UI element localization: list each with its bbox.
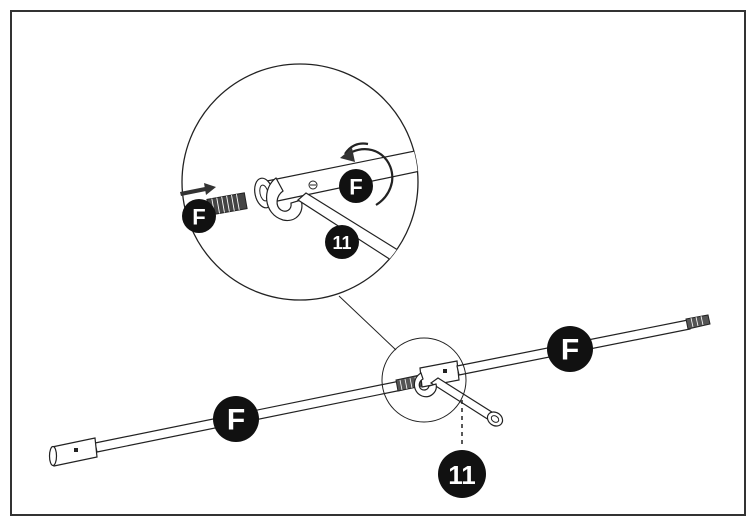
svg-text:11: 11 (332, 233, 351, 253)
pole-left-socket-end (48, 445, 58, 467)
zoom-wrench-jaw (265, 177, 303, 222)
pole-assembly (48, 314, 711, 467)
badge-11-zoom: 11 (325, 225, 359, 259)
badge-f-left-pole: F (213, 396, 259, 442)
wrench-main-handle (429, 377, 496, 421)
svg-text:F: F (227, 404, 245, 437)
svg-text:F: F (561, 334, 579, 367)
wrench-main-open-end (413, 372, 437, 398)
pole-center-socket-hole (443, 369, 447, 373)
rotate-counterclockwise-arrow-icon (340, 142, 394, 206)
joint-highlight-circle (381, 337, 467, 423)
diagram-frame (10, 10, 746, 516)
badge-f-zoom-left: F (182, 199, 216, 233)
svg-text:F: F (192, 205, 205, 230)
badge-f-zoom-right: F (339, 169, 373, 203)
wrench-main-ring-hole (490, 415, 500, 423)
zoom-detail (180, 63, 419, 301)
pole-right-thread (685, 314, 711, 330)
push-right-arrow-icon (180, 183, 216, 196)
zoom-connector-line (338, 295, 397, 351)
svg-text:F: F (349, 175, 362, 200)
pole-left-socket-hole (74, 448, 78, 452)
pole-right-thread-lines (690, 315, 704, 328)
wrench-main (413, 372, 504, 427)
svg-text:11: 11 (448, 460, 476, 490)
badge-11-main: 11 (438, 450, 486, 498)
badge-f-right-pole: F (547, 326, 593, 372)
